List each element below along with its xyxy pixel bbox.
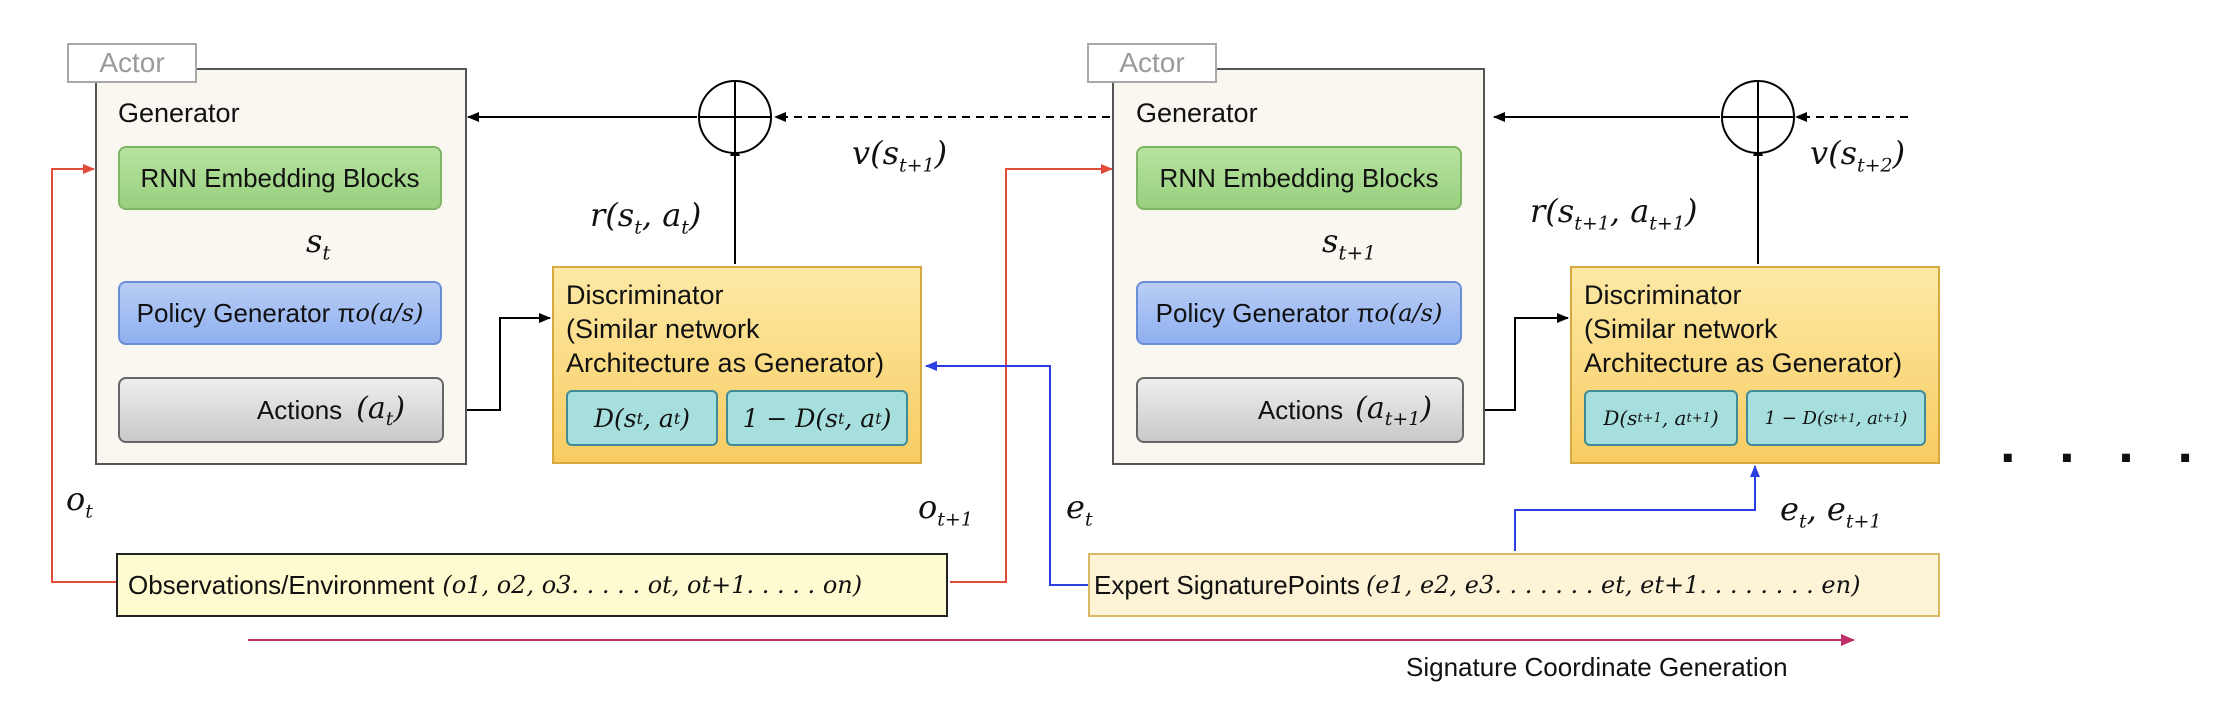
obs-label-right: ot+1	[918, 488, 973, 531]
state-label-right: st+1	[1322, 222, 1376, 265]
observations-box: Observations/Environment (o1, o2, o3. . …	[116, 553, 948, 617]
actor-tab-left: Actor	[67, 43, 197, 83]
arrow-actions-to-disc-right	[1465, 313, 1569, 411]
value-label-left: v(st+1)	[852, 134, 948, 177]
discriminator-text-left: Discriminator (Similar network Architect…	[566, 280, 885, 378]
generator-title-right: Generator	[1136, 98, 1258, 128]
arrow-actions-to-disc-left	[447, 313, 551, 411]
value-label-right: v(st+2)	[1810, 134, 1906, 177]
rnn-block-right: RNN Embedding Blocks	[1136, 146, 1462, 210]
blue-arrow-expert-to-left-disc	[925, 361, 1088, 586]
continuation-ellipsis: . . . .	[2000, 411, 2207, 474]
generator-title-left: Generator	[118, 98, 240, 128]
actions-block-left: Actions (at)	[118, 377, 444, 443]
reward-label-right: r(st+1, at+1)	[1530, 192, 1698, 235]
state-label-left: st	[306, 222, 331, 265]
actions-block-right: Actions (at+1)	[1136, 377, 1464, 443]
discriminator-text-right: Discriminator (Similar network Architect…	[1584, 280, 1903, 378]
expert-pair-label-right: et, et+1	[1780, 490, 1882, 533]
red-arrow-obs-to-left-generator	[51, 164, 116, 583]
red-arrow-obs-to-right-generator	[950, 164, 1113, 583]
expert-label-right: et	[1066, 488, 1093, 531]
reward-label-left: r(st, at)	[590, 196, 702, 239]
obs-label-left: ot	[66, 480, 93, 523]
blue-arrow-expert-to-right-disc	[1514, 465, 1760, 551]
signature-generation-label: Signature Coordinate Generation	[1406, 652, 1788, 682]
actor-tab-right: Actor	[1087, 43, 1217, 83]
expert-signature-box: Expert SignaturePoints (e1, e2, e3. . . …	[1088, 553, 1940, 617]
rnn-block-left: RNN Embedding Blocks	[118, 146, 442, 210]
